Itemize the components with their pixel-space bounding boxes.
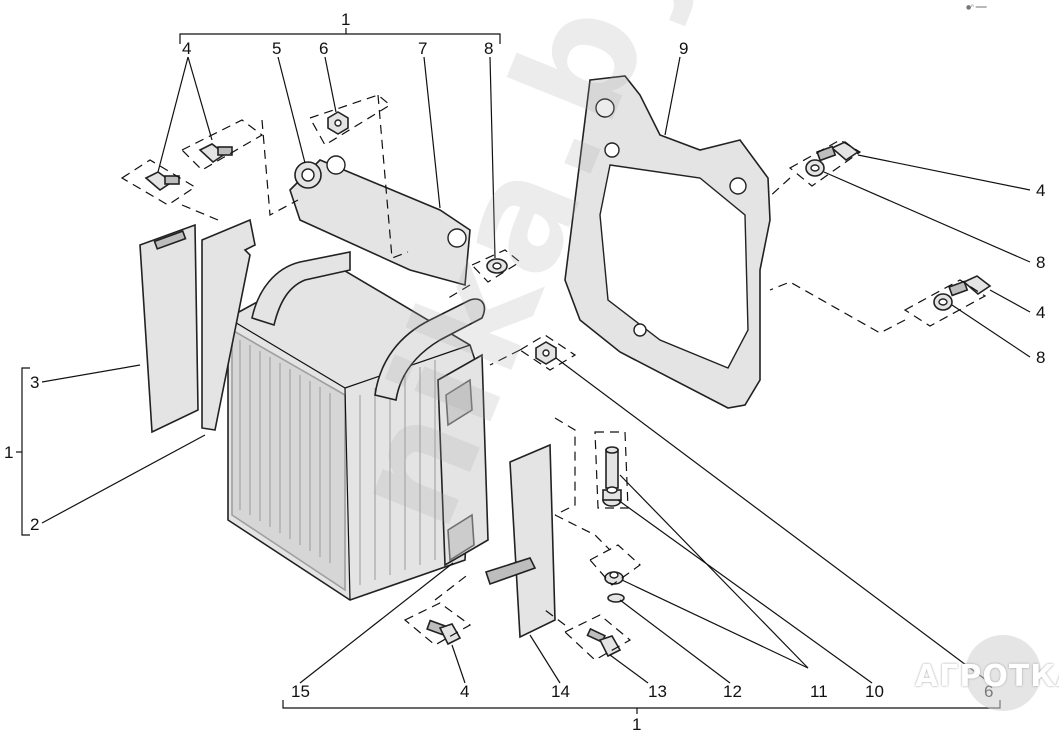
callout-bottom-4: 4 bbox=[460, 682, 469, 701]
callout-left-group: 1 bbox=[4, 443, 13, 462]
bracket-7-hole-right bbox=[447, 228, 467, 248]
radiator-core bbox=[227, 251, 486, 601]
right-box-b bbox=[903, 279, 987, 327]
bottom-group-bracket bbox=[282, 700, 1001, 714]
logo-circle-icon bbox=[965, 635, 1041, 711]
side-bracket-15 bbox=[437, 353, 489, 567]
callout-bottom-14: 14 bbox=[551, 682, 570, 701]
callout-bottom-10: 10 bbox=[865, 682, 884, 701]
callout-right-8b: 8 bbox=[1036, 348, 1045, 367]
nut-6-top bbox=[327, 111, 349, 135]
bolt-bottom-box bbox=[403, 602, 472, 646]
washer-5-hole bbox=[301, 168, 315, 182]
callout-right-4b: 4 bbox=[1036, 303, 1045, 322]
top-group-bracket bbox=[179, 28, 501, 44]
nut-6-middle bbox=[535, 341, 557, 365]
bolt-13 bbox=[586, 627, 622, 658]
brand-logo: АГРОТКА bbox=[915, 635, 1059, 715]
bolt-4-right-a bbox=[816, 141, 860, 162]
callout-bottom-13: 13 bbox=[648, 682, 667, 701]
side-panel-3 bbox=[139, 223, 199, 434]
bushing-10 bbox=[602, 486, 622, 507]
bolt-13-box bbox=[563, 614, 632, 661]
callout-bottom-15: 15 bbox=[291, 682, 310, 701]
callout-top-5: 5 bbox=[272, 39, 281, 58]
right-box-a bbox=[788, 139, 862, 187]
logo-text: АГРОТКА bbox=[915, 659, 1059, 694]
callout-top-6: 6 bbox=[319, 39, 328, 58]
washer-8-right-a bbox=[805, 159, 825, 177]
callout-left-3: 3 bbox=[30, 373, 39, 392]
bushing-box bbox=[589, 544, 641, 586]
callout-bottom-group: 1 bbox=[632, 715, 641, 734]
callout-right-4a: 4 bbox=[1036, 181, 1045, 200]
pin-11 bbox=[605, 446, 619, 489]
corner-mark: ●ᴿ ═══ bbox=[966, 4, 987, 11]
callout-bottom-11: 11 bbox=[810, 682, 828, 701]
nut-middle-box bbox=[518, 334, 577, 371]
assembly-paths bbox=[181, 94, 906, 626]
callout-left-2: 2 bbox=[30, 515, 39, 534]
panel-3-slot bbox=[153, 230, 187, 250]
bolt-4-right-b bbox=[948, 275, 992, 297]
leader-lines bbox=[41, 56, 1031, 684]
side-panel-2 bbox=[201, 218, 256, 431]
callout-bottom-12: 12 bbox=[723, 682, 742, 701]
bushing-11 bbox=[604, 571, 624, 585]
bolt-callout-box-a bbox=[120, 159, 197, 206]
washer-8-top bbox=[486, 258, 508, 274]
callout-top-8: 8 bbox=[484, 39, 493, 58]
washer-8-right-b bbox=[933, 293, 953, 311]
bolt-4-top-a bbox=[144, 171, 180, 192]
callout-top-9: 9 bbox=[679, 39, 688, 58]
shroud-frame-9 bbox=[564, 75, 771, 409]
pin-box bbox=[594, 431, 629, 509]
side-panel-14 bbox=[484, 443, 556, 639]
bolt-callout-box-b bbox=[180, 119, 264, 171]
callout-top-group: 1 bbox=[341, 10, 350, 29]
callout-top-7: 7 bbox=[418, 39, 427, 58]
nut-callout-box bbox=[309, 94, 392, 146]
callout-top-4: 4 bbox=[182, 39, 191, 58]
bolt-4-top-b bbox=[198, 143, 233, 164]
bracket-7-hole-left bbox=[326, 155, 346, 175]
left-group-bracket bbox=[16, 367, 30, 536]
bolt-4-bottom bbox=[426, 619, 462, 646]
callout-right-8a: 8 bbox=[1036, 253, 1045, 272]
